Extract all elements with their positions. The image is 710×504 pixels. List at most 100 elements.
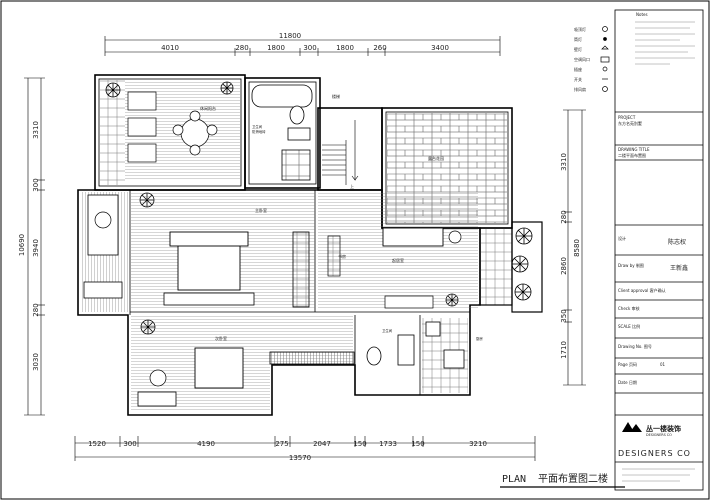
check-label: Check 审核 [618,305,640,311]
legend-item-wall-light: 壁灯 [574,46,582,52]
legend-list: 吸顶灯 筒灯 壁灯 空调风口 插座 开关 排风扇 [574,26,590,92]
scale-label: SCALE 比例 [618,323,640,329]
plan-title-cn: 平面布置图二楼 [538,472,608,485]
bottom-dimension-1: 1520 [88,440,106,448]
top-dimension-7: 3400 [431,44,449,52]
page-value: 01 [660,362,666,367]
page-label: Page 页码 [618,361,637,367]
master-headboard [169,231,249,247]
top-dimension-3: 1800 [267,44,285,52]
dining-table-set [127,91,218,163]
top-dimension-group [104,36,501,56]
designer-label: 设计 [618,235,626,241]
bedroom2-bed [194,347,244,389]
master-room-label: 主卧室 [255,207,267,213]
drawing-title-label: DRAWING TITLE [618,147,650,152]
shower-tile [281,149,311,181]
bathtub [251,84,313,108]
living-room-label: 起居室 [392,257,404,263]
drawing-title-value: 二楼平面布置图 [618,152,646,158]
top-dimension-2: 280 [235,44,248,52]
legend-item-ac-vent: 空调风口 [574,56,590,62]
stair-label: 楼梯 [332,93,340,99]
bedroom2-wardrobe [269,351,355,365]
left-dimension-5: 3030 [32,353,40,371]
wc2-shower [397,334,415,366]
right-dimension-3: 2860 [560,257,568,275]
top-dimension-4: 300 [303,44,316,52]
legend-note-lines [635,21,695,65]
top-total-dimension: 11800 [279,32,301,40]
company-logo [622,422,642,432]
bottom-dimension-5: 2047 [313,440,331,448]
kitchen-room-label: 厨房 [476,336,483,341]
left-dimension-1: 3310 [32,121,40,139]
right-dimension-4: 350 [560,309,568,322]
left-total-dimension: 10690 [18,234,26,256]
legend-item-downlight: 筒灯 [574,36,582,42]
bedroom2-lamp [149,369,167,387]
bottom-dimension-7: 1733 [379,440,397,448]
company-banner: DESIGNERS CO [618,449,691,458]
bath-room-label: 卫生间 [252,124,263,129]
legend-item-ceiling-light: 吸顶灯 [574,26,586,32]
right-dimension-1: 3310 [560,153,568,171]
legend-item-socket: 插座 [574,66,582,72]
master-bed [177,244,241,291]
company-info-lines [622,468,695,482]
right-dimension-2: 280 [560,210,568,223]
date-label: Date 日期 [618,379,637,385]
left-alcove-sofa [83,281,123,299]
east-tile-strip [479,227,513,306]
staircase [322,120,359,185]
study-room-label: 书房 [338,253,346,259]
left-dimension-4: 280 [32,303,40,316]
terrace-room-label: 露台花园 [428,155,444,161]
kitchen-sink [425,321,441,337]
master-tv-cabinet [163,292,255,306]
bottom-total-dimension: 13570 [289,454,311,462]
legend-symbols [600,26,610,92]
toilet [289,105,305,125]
wc2-room-label: 卫生间 [382,328,393,333]
bath-note-label: 防滑地砖 [252,129,266,134]
bottom-dimension-2: 300 [123,440,136,448]
stair-up-label: 上 [350,183,354,189]
kitchen-stove [443,349,465,369]
project-value: 东方名苑别墅 [618,120,642,126]
legend-item-exhaust-fan: 排风扇 [574,86,586,92]
title-block-frame [614,9,704,491]
top-dimension-1: 4010 [161,44,179,52]
left-alcove-lamp [94,211,112,229]
living-tv-cabinet [384,295,434,309]
left-dimension-2: 300 [32,178,40,191]
top-dimension-6: 260 [373,44,386,52]
bottom-dimension-4: 275 [275,440,288,448]
right-dimension-5: 1710 [560,341,568,359]
client-approval-label: Client approval 客户确认 [618,287,666,293]
bedroom2-desk [137,391,177,407]
bottom-dimension-group [74,436,536,461]
project-label: PROJECT [618,115,636,120]
bottom-dimension-9: 3210 [469,440,487,448]
living-floor [318,192,478,310]
wc2-toilet [366,346,382,366]
bedroom2-room-label: 次卧室 [215,335,227,341]
drawn-by-signature: 王新鑫 [670,264,688,272]
bottom-dimension-3: 4190 [197,440,215,448]
living-side-table [448,230,462,244]
designer-signature: 陈志权 [668,238,686,246]
bottom-dimension-6: 150 [353,440,366,448]
company-subtitle: DESIGNERS CO [646,433,672,437]
company-name: 丛一楼装饰 [646,424,681,433]
east-planter [511,221,543,313]
plan-title-en: PLAN [502,474,526,485]
left-dimension-group [24,77,45,416]
lounge-planter-grid [100,80,125,185]
study-bookcase [327,235,341,277]
legend-header: Notes [636,12,648,17]
lounge-room-label: 休闲阳台 [200,105,216,111]
